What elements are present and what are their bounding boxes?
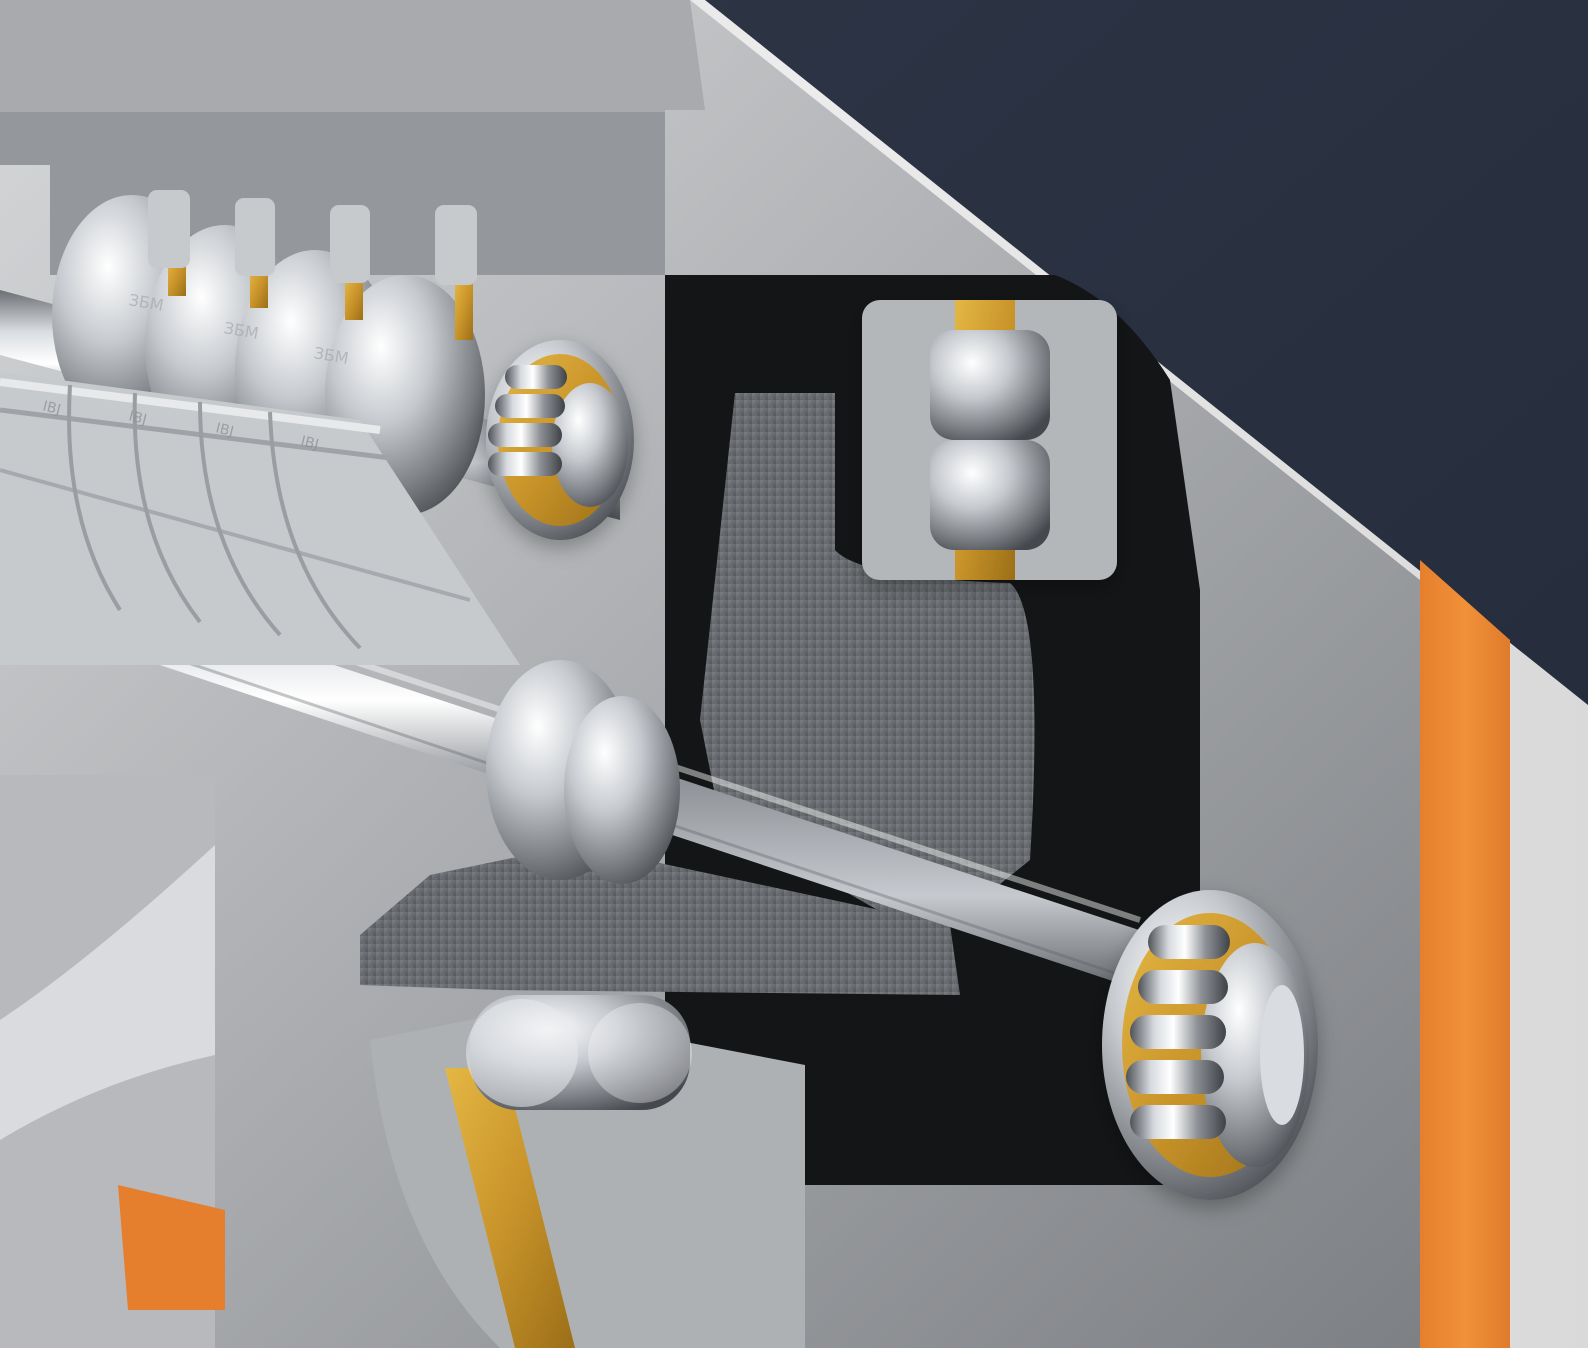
lower-felt-seal [360,845,960,995]
upper-roller-cage [862,300,1117,580]
roller-mark-3: IBJ [214,420,235,440]
orange-side-panel [1420,560,1510,1348]
felt-seal-block [700,393,1035,940]
roller-mark-1: IBJ [41,398,62,418]
lower-left-cutout [0,845,215,1140]
middle-shaft-collar [486,660,680,884]
lower-orange-insert [118,1185,225,1310]
roller-mark-2: IBJ [127,408,148,428]
upper-right-needle-bearing [486,340,634,540]
right-needle-bearing [1102,890,1318,1200]
left-roller-stack [0,372,520,665]
roller-mark-4: IBJ [299,433,320,453]
lower-roller-block [370,995,805,1348]
